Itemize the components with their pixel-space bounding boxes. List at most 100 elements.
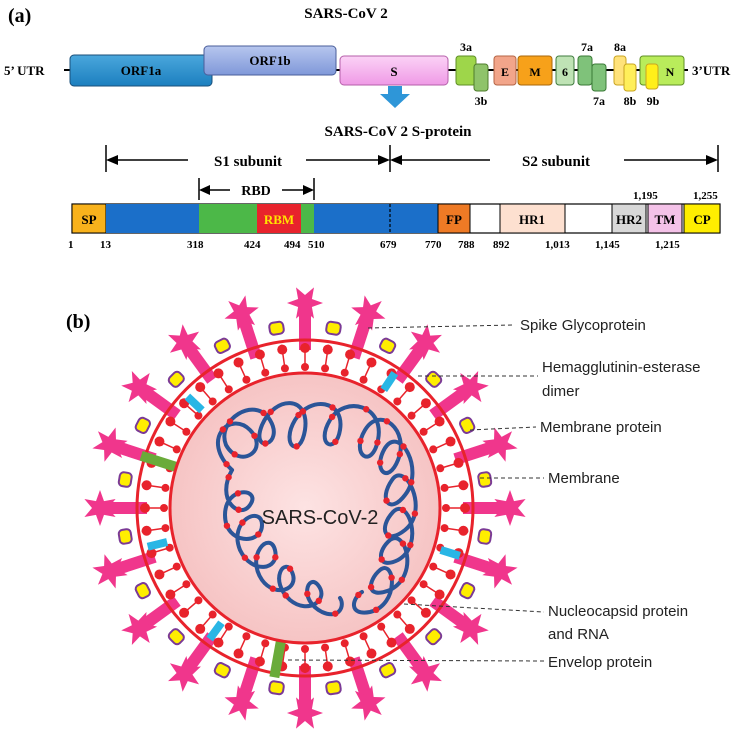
nucleocapsid-protein-dot bbox=[398, 576, 405, 583]
spike-head bbox=[224, 685, 259, 721]
lipid-head bbox=[208, 397, 217, 406]
lipid-head bbox=[213, 368, 224, 379]
lipid-head bbox=[165, 589, 176, 600]
lipid-head bbox=[172, 445, 181, 454]
lipid-head bbox=[460, 503, 470, 513]
spike-head bbox=[482, 554, 518, 589]
lipid-head bbox=[224, 385, 233, 394]
spike-head bbox=[287, 697, 323, 729]
hemagglutinin-esterase bbox=[268, 680, 285, 696]
gene-7a-bottom bbox=[591, 63, 607, 92]
lipid-head bbox=[436, 464, 445, 473]
nucleocapsid-protein-dot bbox=[223, 522, 231, 529]
nucleocapsid-protein-dot bbox=[407, 541, 414, 549]
gene-s bbox=[339, 55, 449, 86]
spike-stalk bbox=[348, 656, 372, 699]
lipid-head bbox=[345, 349, 356, 360]
lipid-head bbox=[301, 363, 309, 371]
lipid-head bbox=[141, 480, 152, 491]
rbd-arrow-right bbox=[303, 185, 314, 195]
lipid-head bbox=[277, 344, 288, 355]
hemagglutinin-esterase bbox=[167, 370, 185, 388]
callout-line-membrane-protein bbox=[469, 426, 537, 431]
nucleocapsid-protein-dot bbox=[372, 606, 380, 614]
lipid-head bbox=[242, 375, 251, 384]
nucleocapsid-protein-dot bbox=[357, 437, 364, 445]
nucleocapsid-protein-dots bbox=[219, 404, 419, 617]
spike-head bbox=[224, 295, 259, 331]
callout-line-nucleo bbox=[403, 603, 545, 613]
callout-membrane-protein: Membrane protein bbox=[540, 419, 662, 436]
callout-nucleo-line2: and RNA bbox=[548, 626, 609, 643]
lipid-head bbox=[366, 357, 377, 368]
virus-core bbox=[168, 371, 442, 645]
spike-head bbox=[482, 427, 518, 462]
spike-head bbox=[452, 371, 489, 404]
hemagglutinin-esterase bbox=[425, 628, 443, 646]
envelope-protein bbox=[269, 636, 287, 679]
s1-arrow-left bbox=[106, 155, 118, 165]
lipid-head bbox=[321, 643, 330, 652]
lipid-head bbox=[377, 622, 386, 631]
lipid-head bbox=[233, 648, 244, 659]
spike-glycoprotein bbox=[121, 371, 181, 420]
gene-6 bbox=[555, 55, 575, 86]
lipid-head bbox=[407, 596, 416, 605]
membrane-protein bbox=[380, 370, 399, 393]
nucleocapsid-protein-dot bbox=[235, 506, 242, 513]
panel-a: (a) SARS-CoV 2 5’ UTR 3’UTR ORF1a ORF1b … bbox=[4, 5, 731, 251]
callouts bbox=[287, 324, 545, 662]
lipid-head bbox=[386, 637, 397, 648]
lipid-head bbox=[340, 639, 349, 648]
lipid-head bbox=[442, 504, 450, 512]
spike-head bbox=[351, 295, 386, 331]
domain-rbm-label: RBM bbox=[264, 212, 294, 227]
lipid-head bbox=[322, 344, 333, 355]
spike-glycoprotein bbox=[224, 656, 262, 721]
domain-cp bbox=[683, 203, 721, 234]
nucleocapsid-protein-dot bbox=[293, 443, 300, 450]
lipid-head bbox=[445, 569, 456, 580]
gene-3a bbox=[455, 55, 477, 86]
spike-head bbox=[121, 371, 158, 404]
callout-nucleo-line1: Nucleocapsid protein bbox=[548, 603, 688, 620]
nucleocapsid-protein-dot bbox=[388, 574, 395, 581]
panel-b-label: (b) bbox=[66, 311, 90, 333]
lipid-head bbox=[345, 656, 356, 667]
gene-8a-label: 8a bbox=[614, 40, 626, 54]
lipid-head bbox=[182, 427, 191, 436]
callout-line-envelope bbox=[287, 659, 545, 662]
callout-he-line2: dimer bbox=[542, 383, 580, 400]
spike-glycoprotein bbox=[429, 371, 489, 420]
hemagglutinin-esterase bbox=[268, 320, 285, 336]
lipid-head bbox=[261, 639, 270, 648]
spike-head bbox=[409, 655, 442, 692]
domain-sp-label: SP bbox=[81, 212, 96, 227]
nucleocapsid-protein-dot bbox=[355, 591, 362, 599]
lipid-head bbox=[429, 562, 438, 571]
gene-orf1b bbox=[203, 45, 337, 76]
nucleocapsid-protein-dot bbox=[239, 519, 246, 526]
nucleocapsid-protein-dot bbox=[367, 583, 375, 591]
spike-head bbox=[168, 655, 201, 692]
pos-770: 770 bbox=[425, 239, 442, 251]
s-protein-title: SARS-CoV 2 S-protein bbox=[325, 124, 473, 140]
gene-orf1b-label: ORF1b bbox=[249, 53, 290, 68]
nucleocapsid-protein-dot bbox=[253, 554, 260, 561]
hemagglutinin-esterase bbox=[213, 662, 231, 679]
nucleocapsid-protein-dot bbox=[304, 590, 311, 598]
spike-stalk bbox=[141, 386, 181, 420]
gene-7a-bottom-label: 7a bbox=[593, 94, 605, 108]
nucleocapsid-protein-dot bbox=[223, 460, 230, 468]
gene-9b-label: 9b bbox=[647, 94, 660, 108]
spike-head bbox=[452, 612, 489, 645]
nucleocapsid-protein-dot bbox=[332, 610, 339, 617]
spike-glycoprotein bbox=[393, 324, 442, 384]
callout-envelope: Envelop protein bbox=[548, 654, 652, 671]
lipid-head bbox=[254, 349, 265, 360]
membrane-protein bbox=[439, 546, 461, 560]
nucleocapsid-protein-dot bbox=[332, 438, 339, 445]
nucleocapsid-protein-dot bbox=[396, 450, 404, 458]
lipid-head bbox=[261, 368, 270, 377]
gene-3a-label: 3a bbox=[460, 40, 472, 54]
